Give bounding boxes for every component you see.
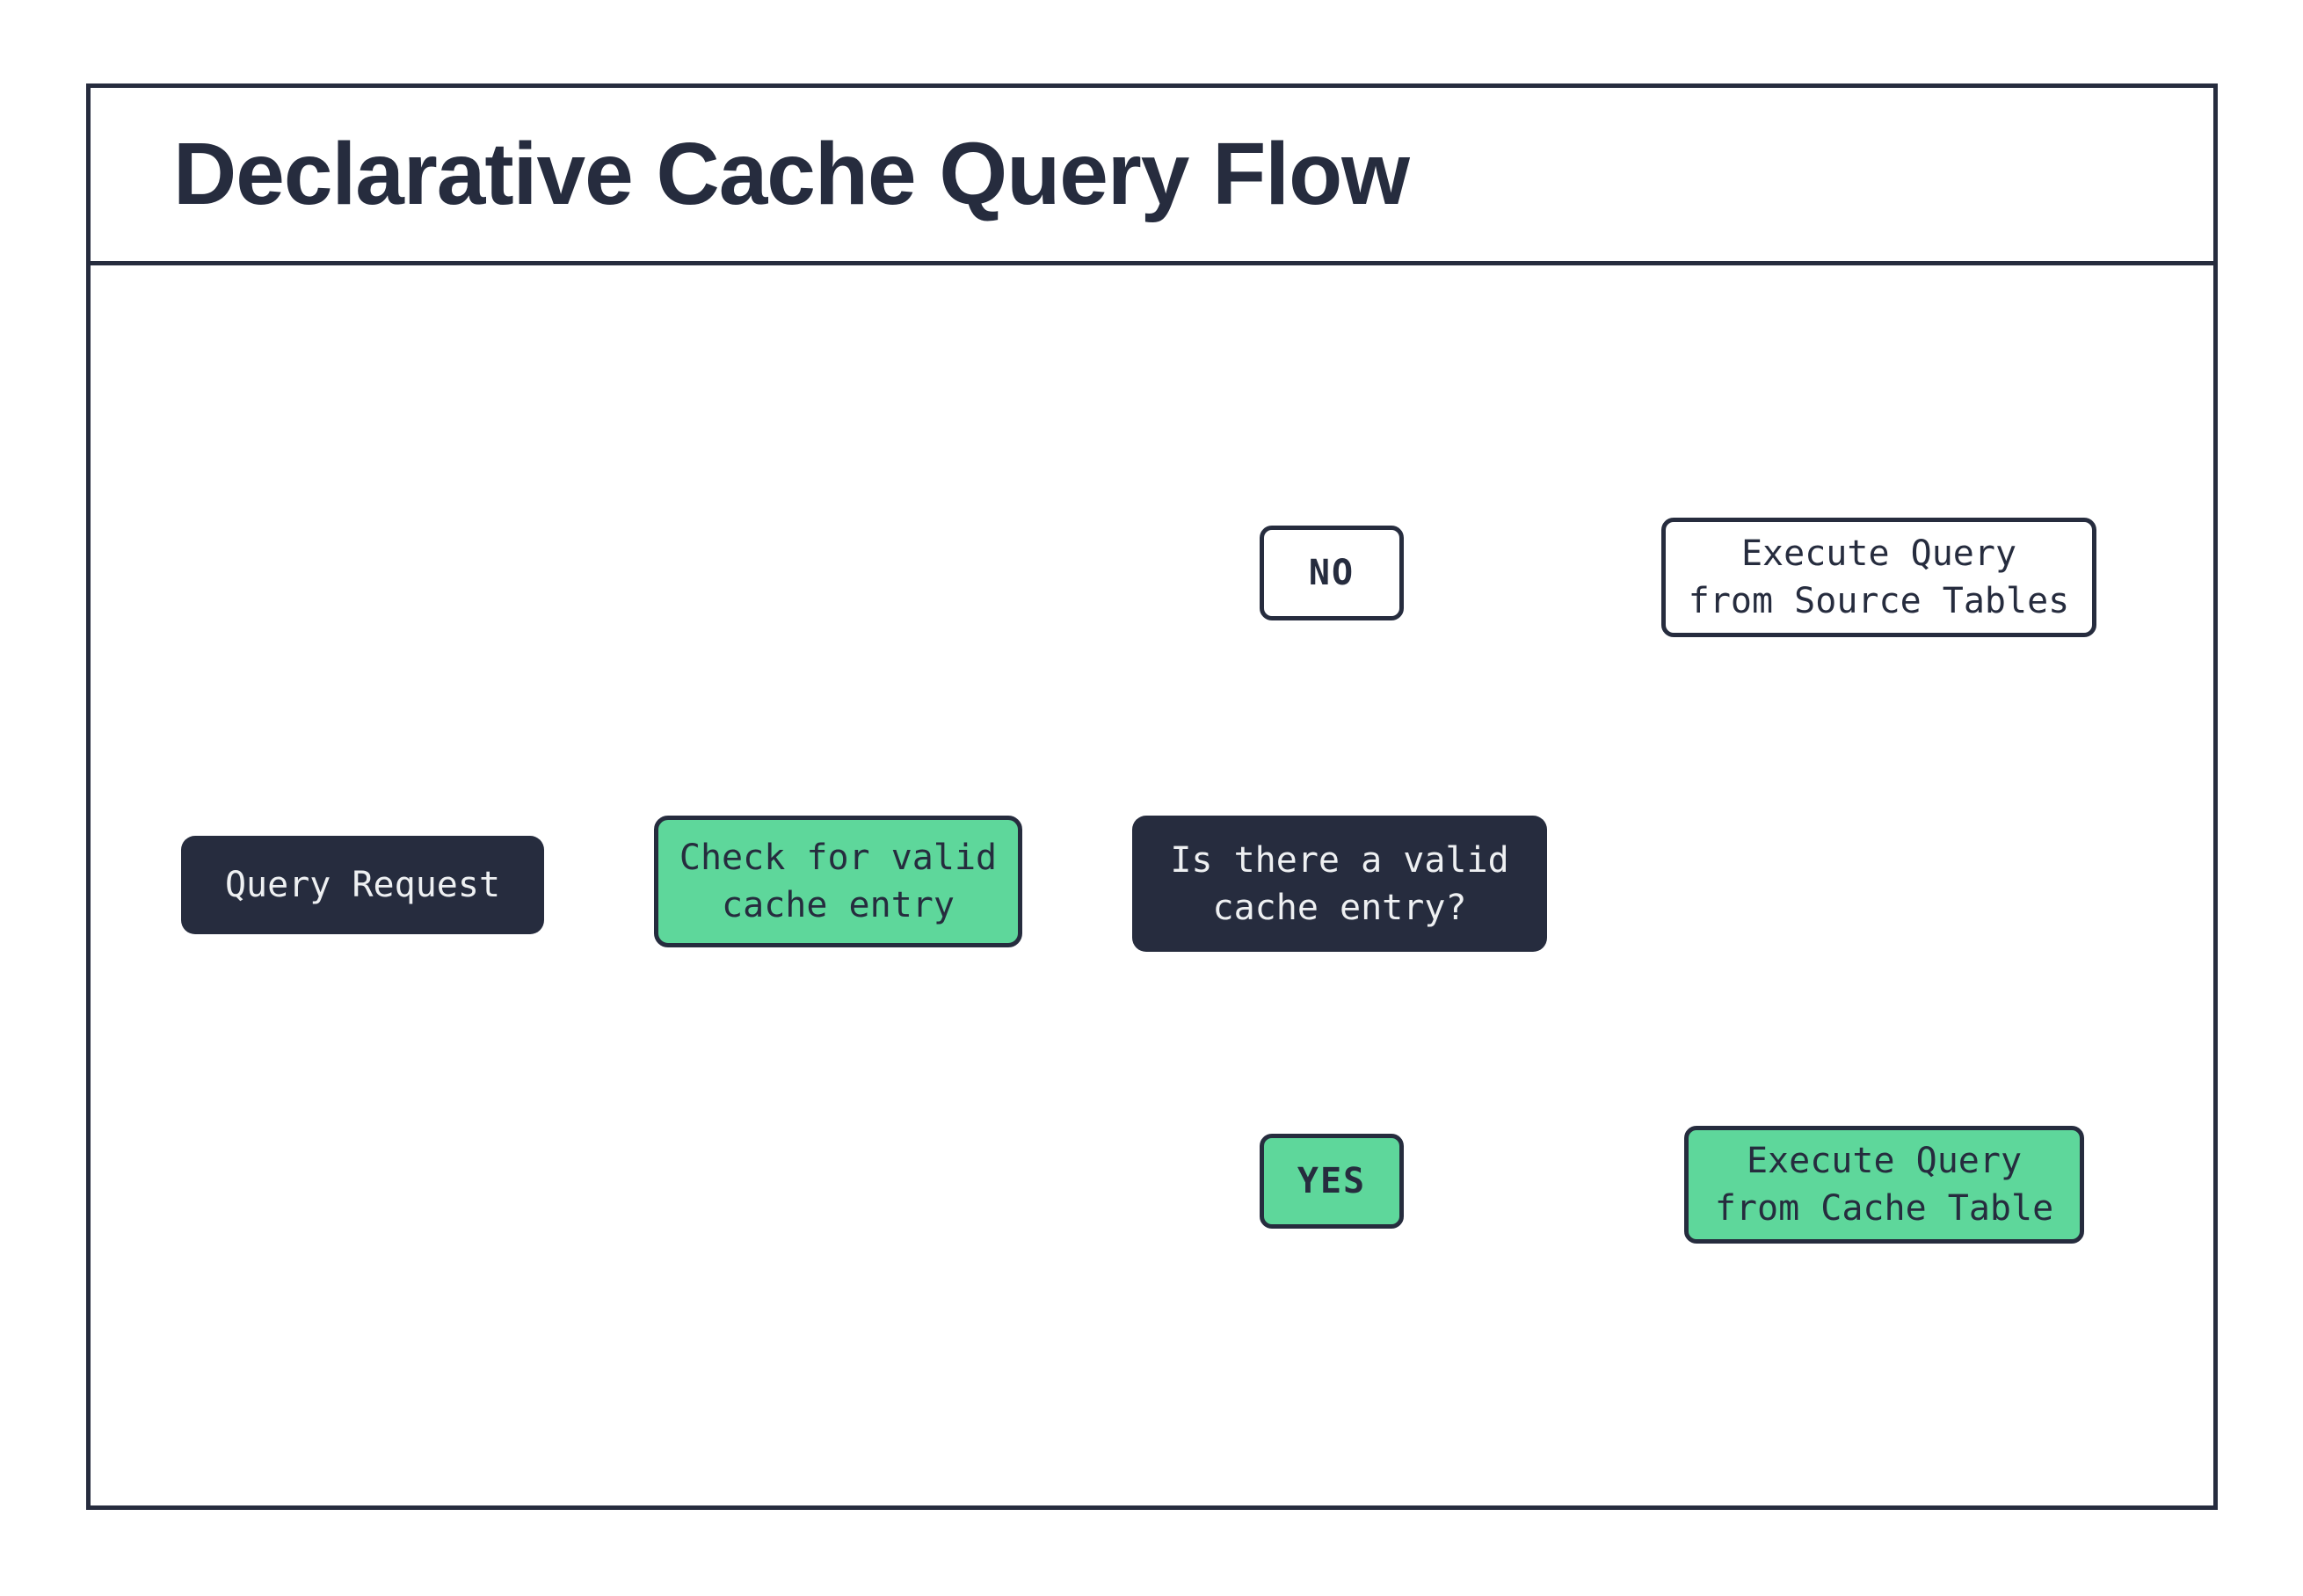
page-title: Declarative Cache Query Flow [173,125,1410,223]
cache-db-label: Execute Query from Cache Table [1684,1126,2084,1244]
source-db-label: Execute Query from Source Tables [1661,518,2096,637]
node-query-request: Query Request [181,836,544,934]
node-decision-valid-cache: Is there a valid cache entry? [1132,816,1547,952]
diagram-frame: Declarative Cache Query Flow [86,83,2218,1510]
title-bar: Declarative Cache Query Flow [91,88,2213,265]
branch-no-label: NO [1260,526,1404,620]
node-check-cache: Check for valid cache entry [654,816,1022,947]
branch-yes-label: YES [1260,1134,1404,1229]
